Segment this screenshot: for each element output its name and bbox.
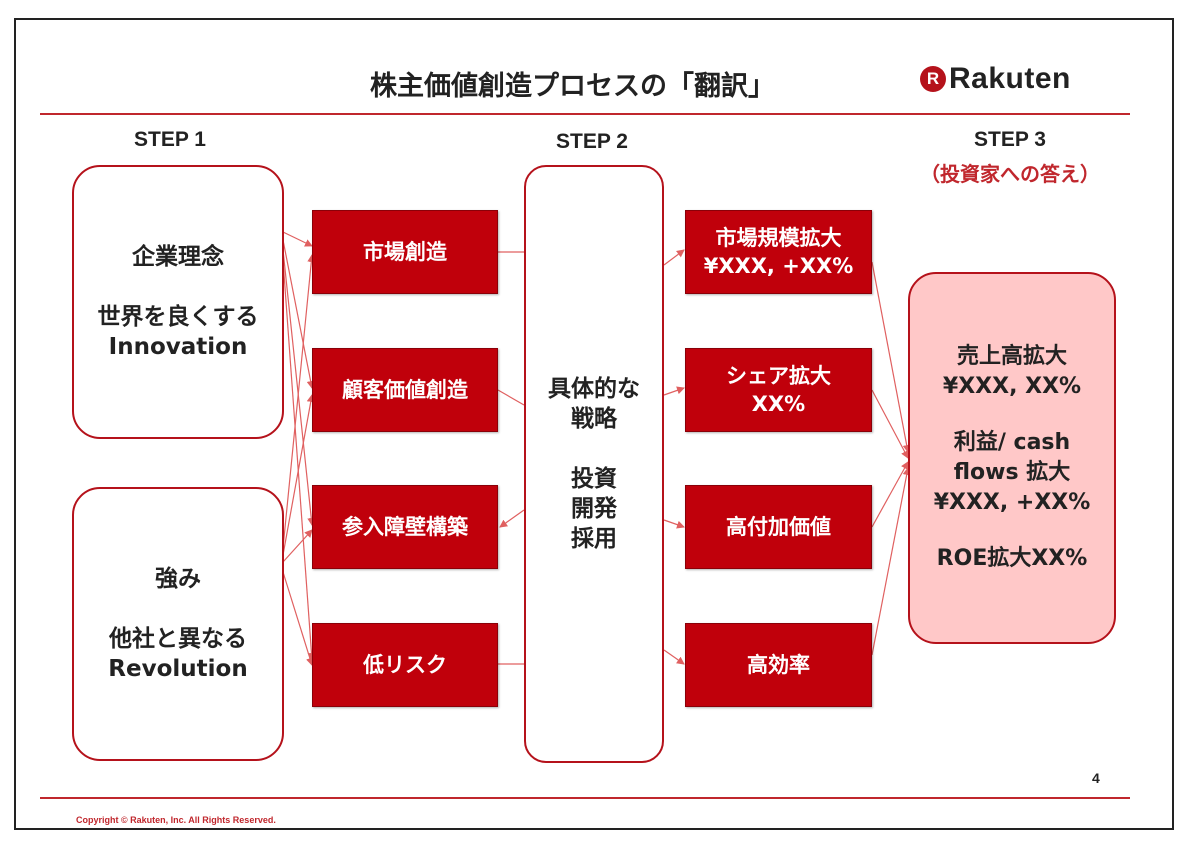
philosophy-heading: 企業理念 <box>132 244 224 270</box>
outcome-box-market-size: 市場規模拡大 ¥XXX, +XX% <box>685 210 872 294</box>
arrow-o3-s3 <box>871 461 909 528</box>
arrow-o2-s3 <box>871 389 909 459</box>
strategy-line2: 戦略 <box>571 406 617 432</box>
outcome-line1: 高効率 <box>747 653 810 677</box>
outcome-line1: 高付加価値 <box>726 515 831 539</box>
outcome-box-efficiency: 高効率 <box>685 623 872 707</box>
arrow-s1bot-v1 <box>282 254 316 549</box>
value-label: 顧客価値創造 <box>342 378 468 402</box>
step3-answer-box: 売上高拡大 ¥XXX, XX% 利益/ cash flows 拡大 ¥XXX, … <box>908 272 1116 644</box>
arrow-o1-s3 <box>871 261 911 453</box>
arrow-s2-o2 <box>663 386 685 396</box>
answer-line4: flows 拡大 <box>953 460 1071 485</box>
value-label: 低リスク <box>363 653 447 677</box>
arrow-s1bot-v2 <box>282 394 315 556</box>
value-label: 市場創造 <box>363 240 447 264</box>
strategy-line5: 採用 <box>571 526 617 552</box>
outcome-line1: 市場規模拡大 <box>715 226 842 250</box>
step2-strategy-box: 具体的な 戦略 投資 開発 採用 <box>524 165 664 763</box>
value-box-low-risk: 低リスク <box>312 623 498 707</box>
strategy-line4: 開発 <box>571 496 617 522</box>
value-label: 参入障壁構築 <box>342 515 468 539</box>
outcome-line2: XX% <box>751 392 806 416</box>
arrow-s1bot-v4 <box>282 571 314 666</box>
answer-line5: ¥XXX, +XX% <box>933 490 1091 515</box>
strategy-line3: 投資 <box>571 466 617 492</box>
strength-line3: Revolution <box>108 656 248 682</box>
rakuten-logo: R Rakuten <box>920 62 1071 96</box>
copyright-text: Copyright © Rakuten, Inc. All Rights Res… <box>76 815 276 825</box>
answer-line1: 売上高拡大 <box>956 344 1067 369</box>
arrow-s1top-v4 <box>282 259 316 661</box>
outcome-line2: ¥XXX, +XX% <box>703 254 854 278</box>
logo-mark-icon: R <box>920 66 946 92</box>
step1-philosophy-box: 企業理念 世界を良くする Innovation <box>72 165 284 439</box>
arrow-s2-o3 <box>663 519 685 529</box>
arrow-s2-o1 <box>663 249 685 266</box>
page-title: 株主価値創造プロセスの「翻訳」 <box>370 71 775 102</box>
step2-label: STEP 2 <box>556 130 628 153</box>
arrow-o4-s3 <box>871 467 911 656</box>
philosophy-line2: 世界を良くする <box>97 304 259 330</box>
link-v2-s2 <box>497 389 525 406</box>
page-number: 4 <box>1092 770 1100 786</box>
outcome-line1: シェア拡大 <box>726 364 831 388</box>
arrow-s1top-v3 <box>282 249 316 526</box>
strength-heading: 強み <box>155 566 201 592</box>
philosophy-line3: Innovation <box>108 334 248 360</box>
value-box-customer-value: 顧客価値創造 <box>312 348 498 432</box>
logo-text: Rakuten <box>949 62 1071 95</box>
step3-subtitle: （投資家への答え） <box>920 162 1100 186</box>
arrow-s2-o4 <box>663 649 685 665</box>
value-box-entry-barrier: 参入障壁構築 <box>312 485 498 569</box>
answer-line2: ¥XXX, XX% <box>942 374 1082 399</box>
arrow-s1top-v1 <box>282 231 313 247</box>
answer-line6: ROE拡大XX% <box>936 546 1088 571</box>
outcome-box-share: シェア拡大 XX% <box>685 348 872 432</box>
step1-label: STEP 1 <box>134 128 206 151</box>
outcome-box-high-value: 高付加価値 <box>685 485 872 569</box>
value-box-market-creation: 市場創造 <box>312 210 498 294</box>
step3-label: STEP 3 <box>974 128 1046 151</box>
step1-strength-box: 強み 他社と異なる Revolution <box>72 487 284 761</box>
strategy-line1: 具体的な <box>548 376 640 402</box>
arrow-s2-v3 <box>499 509 525 528</box>
answer-line3: 利益/ cash <box>953 430 1071 455</box>
top-divider <box>40 113 1130 115</box>
slide-frame <box>14 18 1174 830</box>
arrow-s1top-v2 <box>282 239 315 389</box>
bottom-divider <box>40 797 1130 799</box>
arrow-s1bot-v3 <box>282 529 313 563</box>
strength-line2: 他社と異なる <box>109 626 247 652</box>
